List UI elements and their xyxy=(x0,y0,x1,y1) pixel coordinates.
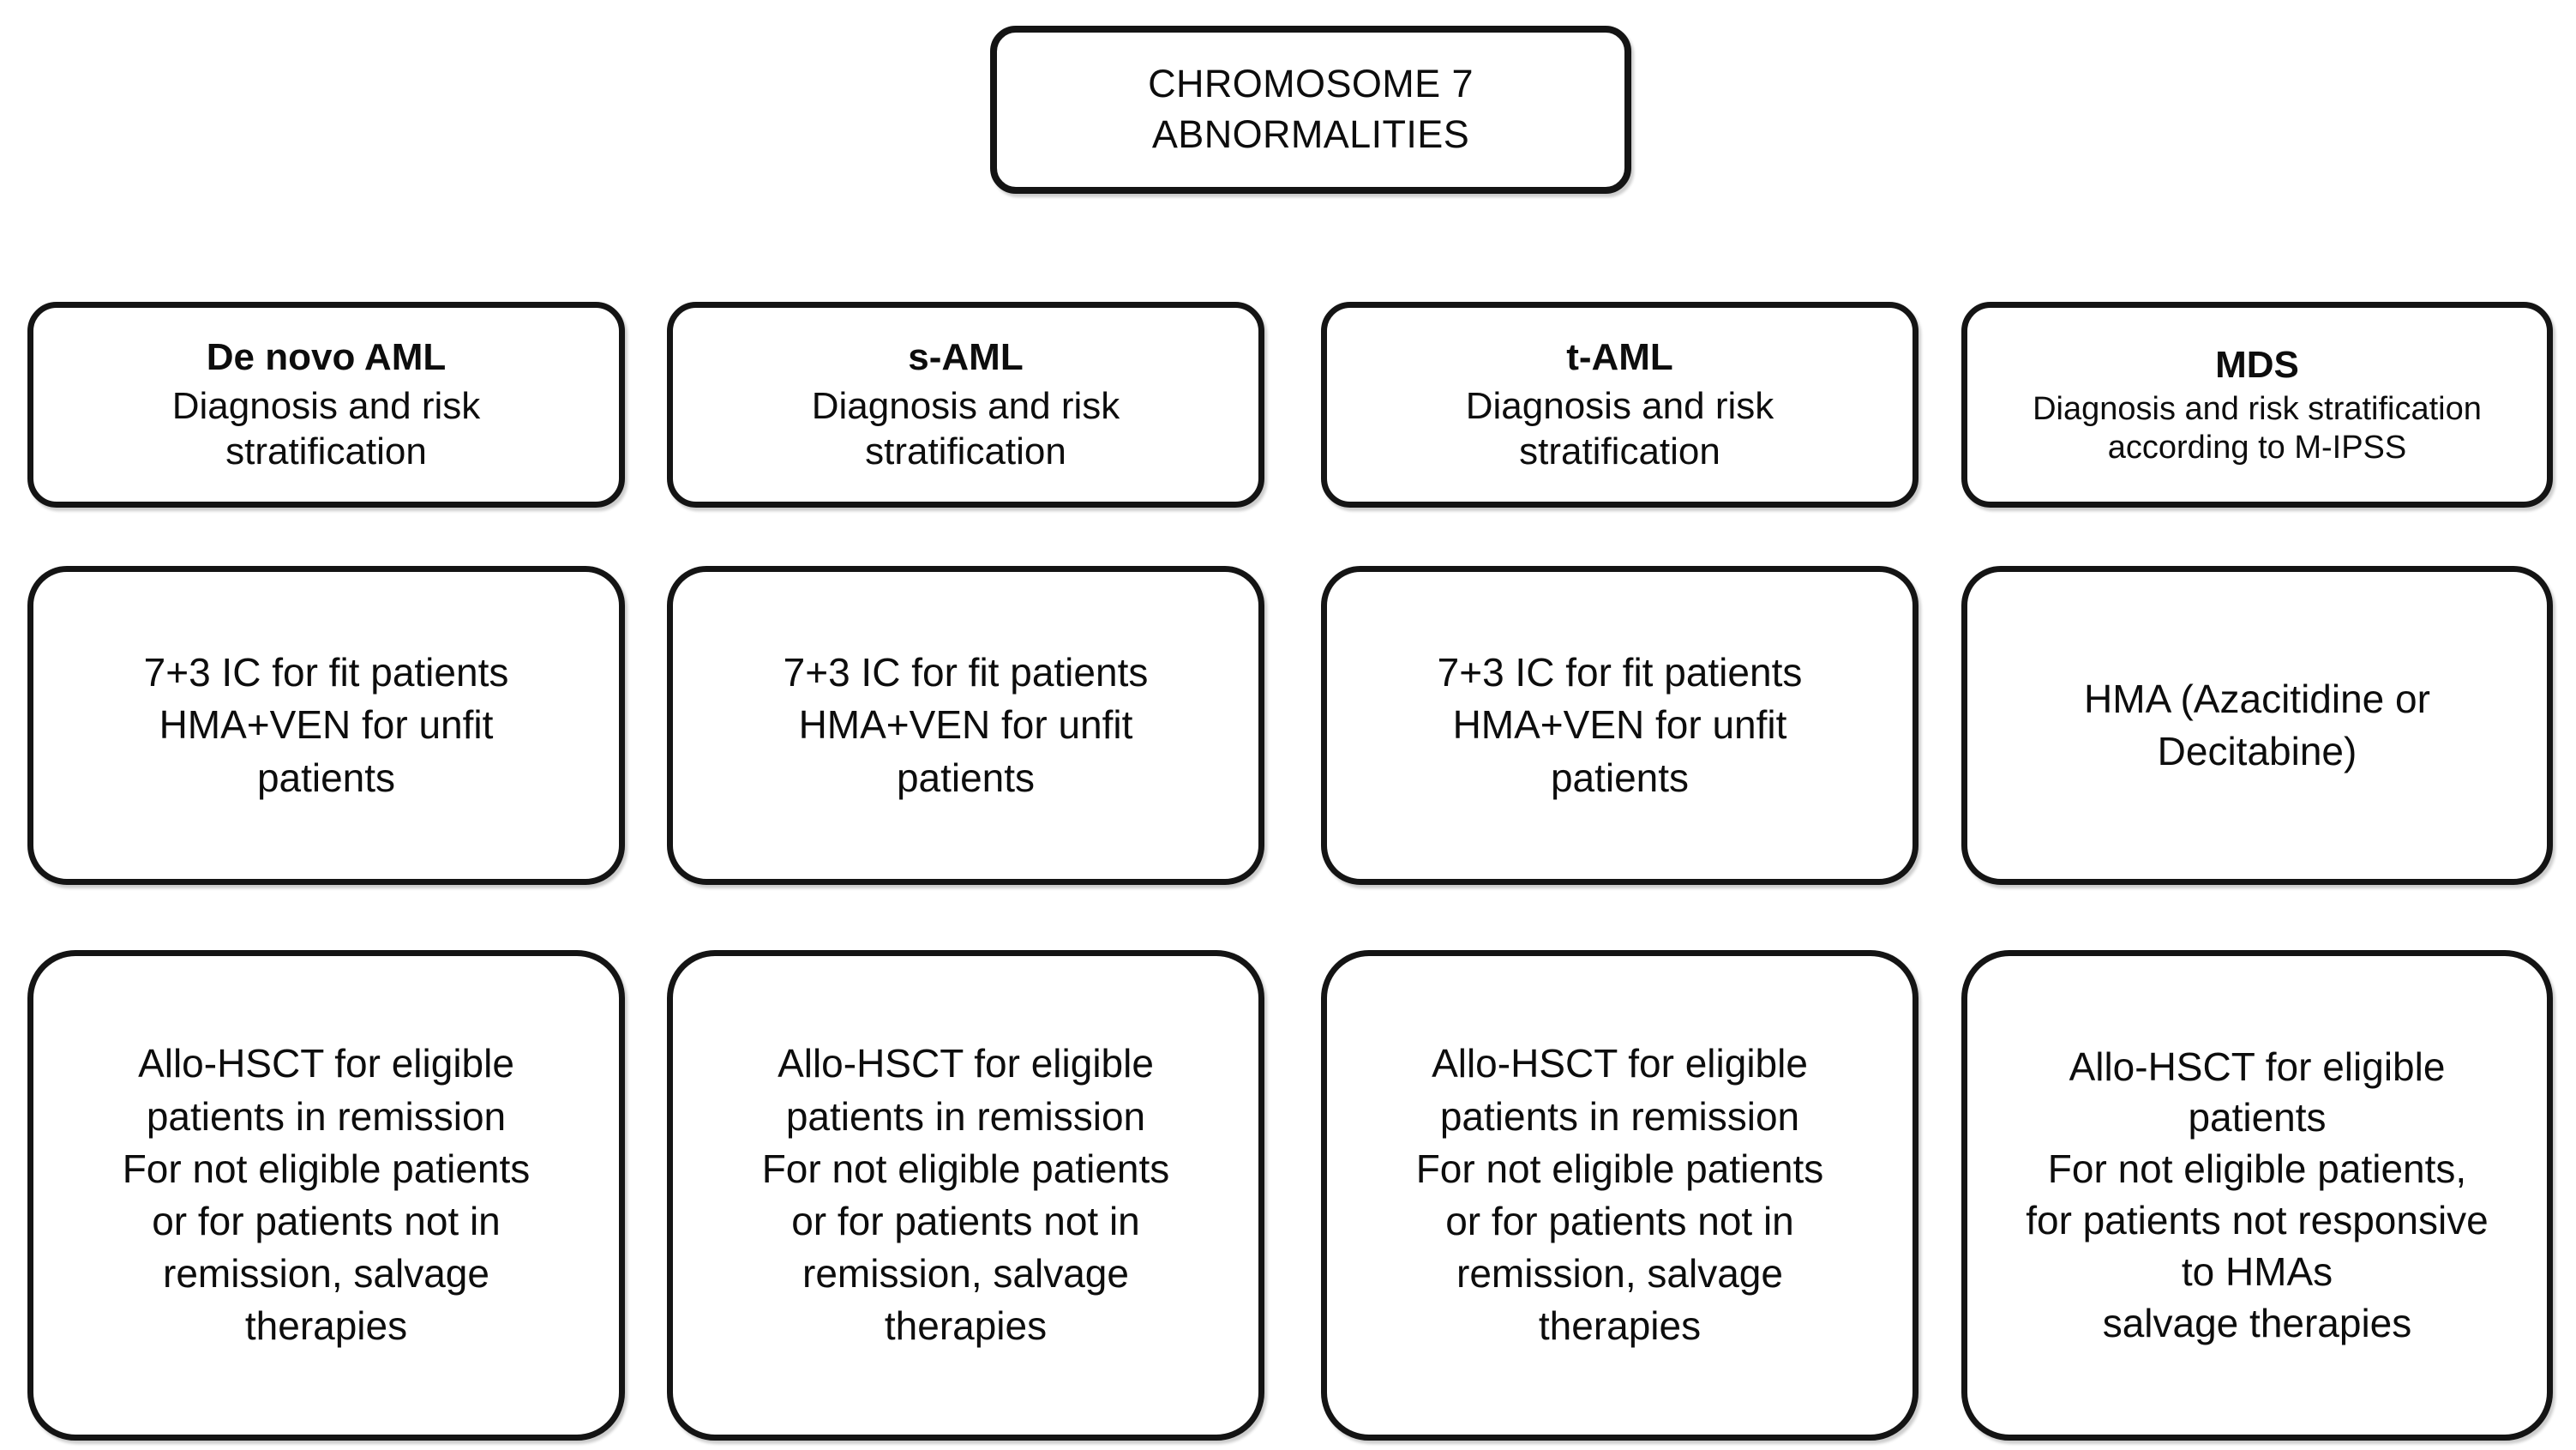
treatment-line-3: patients xyxy=(896,755,1036,800)
treatment-line-1: 7+3 IC for fit patients xyxy=(143,650,509,695)
column-title-t-aml: t-AML xyxy=(1566,335,1673,378)
transplant-line-3: For not eligible patients, xyxy=(2047,1146,2467,1192)
diagnosis-line-2: stratification xyxy=(865,430,1066,473)
node-diagnosis-t-aml: t-AML Diagnosis and risk stratification xyxy=(1321,302,1918,508)
transplant-line-5: remission, salvage xyxy=(1456,1251,1783,1297)
transplant-line-3: For not eligible patients xyxy=(122,1146,531,1191)
node-transplant-t-aml: Allo-HSCT for eligible patients in remis… xyxy=(1321,950,1918,1441)
treatment-line-1: 7+3 IC for fit patients xyxy=(783,650,1149,695)
transplant-line-4: or for patients not in xyxy=(1445,1199,1794,1243)
node-diagnosis-mds: MDS Diagnosis and risk stratification ac… xyxy=(1961,302,2553,508)
root-label-line-2: ABNORMALITIES xyxy=(1151,112,1470,156)
treatment-line-2: HMA+VEN for unfit xyxy=(1452,702,1787,748)
node-chromosome-7-abnormalities: CHROMOSOME 7 ABNORMALITIES xyxy=(990,26,1631,194)
treatment-line-3: patients xyxy=(1550,755,1690,800)
transplant-line-3: For not eligible patients xyxy=(1415,1146,1824,1191)
transplant-line-6: therapies xyxy=(244,1303,408,1349)
transplant-line-4: or for patients not in xyxy=(152,1199,501,1243)
treatment-line-1: HMA (Azacitidine or xyxy=(2084,676,2430,721)
transplant-line-6: therapies xyxy=(884,1303,1048,1349)
transplant-line-2: patients in remission xyxy=(146,1093,507,1139)
node-treatment-mds: HMA (Azacitidine or Decitabine) xyxy=(1961,566,2553,885)
transplant-line-1: Allo-HSCT for eligible xyxy=(138,1041,514,1086)
treatment-line-3: patients xyxy=(256,755,396,800)
transplant-line-6: salvage therapies xyxy=(2102,1300,2412,1345)
transplant-line-5: remission, salvage xyxy=(163,1251,489,1297)
column-title-de-novo-aml: De novo AML xyxy=(206,335,447,378)
transplant-line-2: patients in remission xyxy=(785,1093,1146,1139)
transplant-line-4: for patients not responsive xyxy=(2026,1198,2489,1242)
column-title-s-aml: s-AML xyxy=(908,335,1024,378)
transplant-line-2: patients in remission xyxy=(1439,1093,1800,1139)
transplant-line-5: to HMAs xyxy=(2181,1248,2333,1294)
transplant-line-2: patients xyxy=(2188,1095,2327,1140)
transplant-line-3: For not eligible patients xyxy=(761,1146,1170,1191)
node-diagnosis-s-aml: s-AML Diagnosis and risk stratification xyxy=(667,302,1264,508)
treatment-line-2: Decitabine) xyxy=(2157,729,2357,773)
root-label-line-1: CHROMOSOME 7 xyxy=(1148,62,1474,106)
diagnosis-line-1: Diagnosis and risk xyxy=(171,384,481,427)
treatment-line-2: HMA+VEN for unfit xyxy=(798,702,1133,748)
treatment-line-1: 7+3 IC for fit patients xyxy=(1437,650,1803,695)
diagnosis-line-1: Diagnosis and risk stratification xyxy=(2033,391,2482,428)
node-transplant-de-novo-aml: Allo-HSCT for eligible patients in remis… xyxy=(27,950,625,1441)
diagnosis-line-2: stratification xyxy=(225,430,427,473)
transplant-line-1: Allo-HSCT for eligible xyxy=(2069,1044,2446,1089)
node-diagnosis-de-novo-aml: De novo AML Diagnosis and risk stratific… xyxy=(27,302,625,508)
column-title-mds: MDS xyxy=(2215,344,2299,387)
treatment-line-2: HMA+VEN for unfit xyxy=(159,702,494,748)
transplant-line-6: therapies xyxy=(1538,1303,1702,1349)
diagnosis-line-1: Diagnosis and risk xyxy=(1465,384,1774,427)
transplant-line-1: Allo-HSCT for eligible xyxy=(1432,1041,1808,1086)
node-treatment-s-aml: 7+3 IC for fit patients HMA+VEN for unfi… xyxy=(667,566,1264,885)
transplant-line-4: or for patients not in xyxy=(791,1199,1140,1243)
node-transplant-mds: Allo-HSCT for eligible patients For not … xyxy=(1961,950,2553,1441)
node-treatment-de-novo-aml: 7+3 IC for fit patients HMA+VEN for unfi… xyxy=(27,566,625,885)
diagnosis-line-2: according to M-IPSS xyxy=(2107,429,2407,466)
transplant-line-1: Allo-HSCT for eligible xyxy=(778,1041,1154,1086)
node-treatment-t-aml: 7+3 IC for fit patients HMA+VEN for unfi… xyxy=(1321,566,1918,885)
diagnosis-line-1: Diagnosis and risk xyxy=(811,384,1120,427)
node-transplant-s-aml: Allo-HSCT for eligible patients in remis… xyxy=(667,950,1264,1441)
diagnosis-line-2: stratification xyxy=(1519,430,1720,473)
transplant-line-5: remission, salvage xyxy=(802,1251,1129,1297)
